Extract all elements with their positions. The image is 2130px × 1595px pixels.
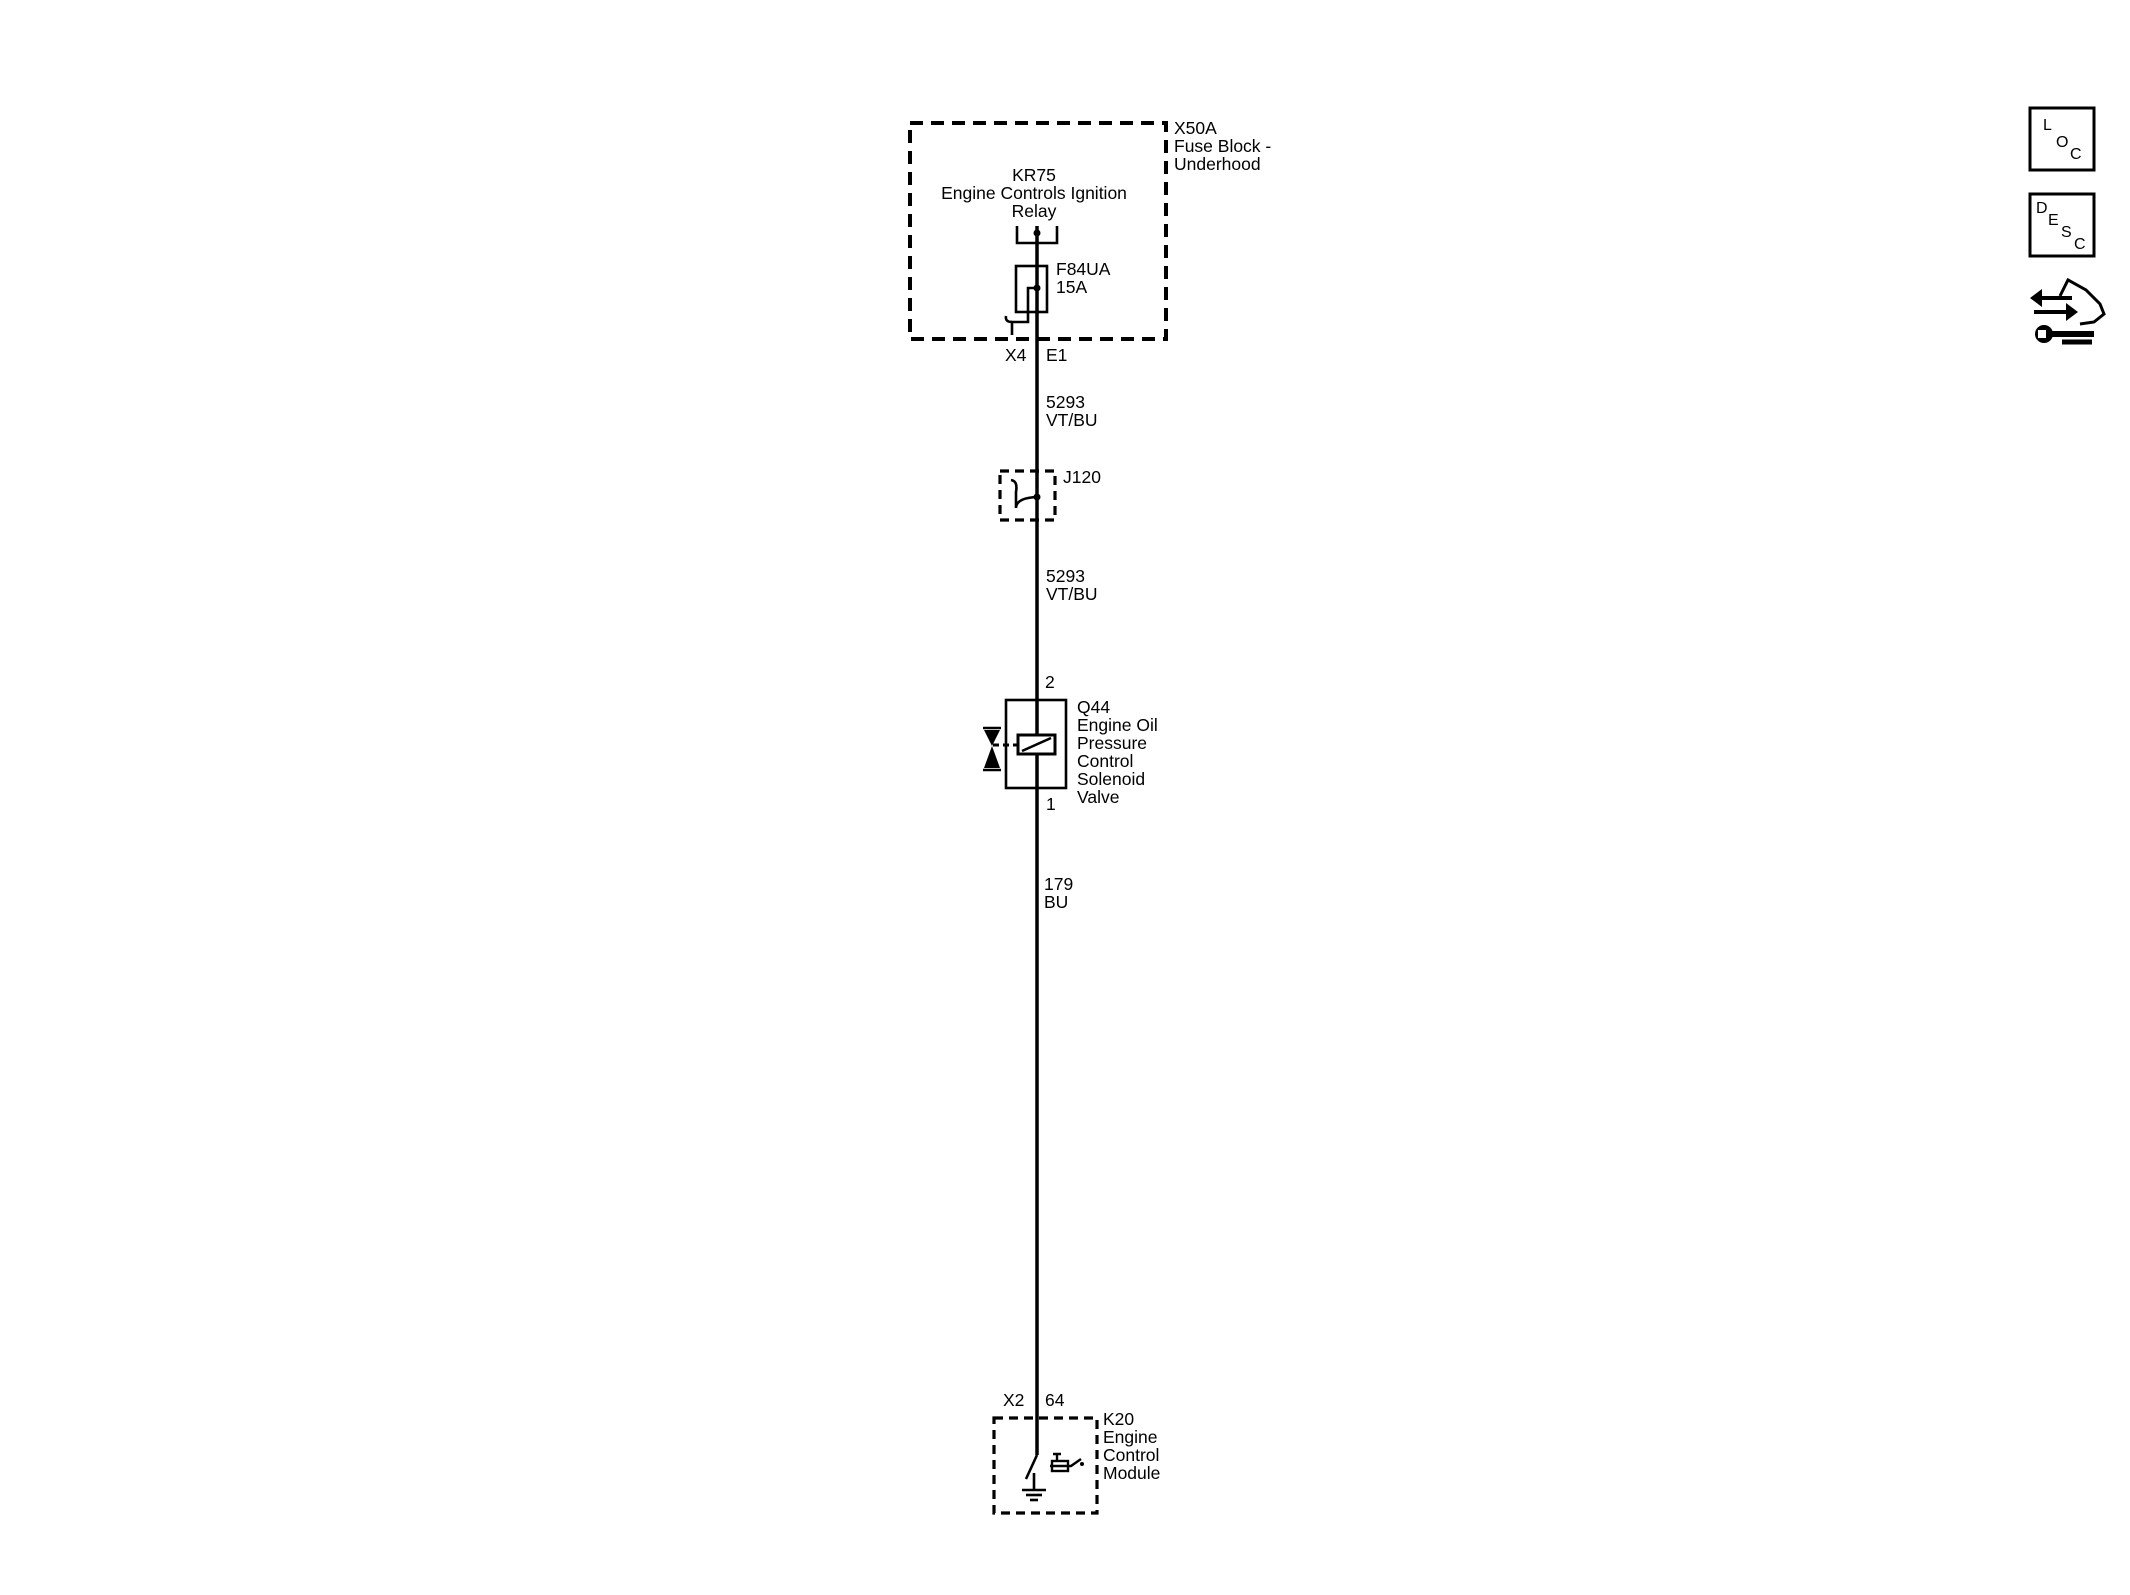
ecm-name-line3: Module <box>1103 1463 1160 1483</box>
ecm-switch-blade <box>1024 1454 1039 1480</box>
ecm-id: K20 <box>1103 1409 1134 1429</box>
wire-1-circuit: 5293 <box>1046 392 1085 412</box>
hand-outline-icon <box>2058 277 2106 326</box>
ground-icon <box>1022 1488 1046 1502</box>
solenoid-name-line2: Pressure <box>1077 733 1147 753</box>
wire-label-2[interactable]: 5293 VT/BU <box>1046 566 1098 604</box>
solenoid-pin-bottom: 1 <box>1046 794 1056 814</box>
desc-letter-e: E <box>2048 212 2059 229</box>
loc-letter-o: O <box>2056 134 2068 151</box>
relay-name-line1: Engine Controls Ignition <box>941 183 1127 203</box>
solenoid-name-line5: Valve <box>1077 787 1119 807</box>
ecm-outline <box>992 1416 1099 1515</box>
solenoid-name-line3: Control <box>1077 751 1133 771</box>
wire-1-color: VT/BU <box>1046 410 1098 430</box>
splice-id: J120 <box>1063 467 1101 487</box>
fuse-id: F84UA <box>1056 259 1111 279</box>
service-icon-button[interactable] <box>2030 277 2106 345</box>
fuse-block-name-line1: Fuse Block - <box>1174 136 1271 156</box>
desc-button-frame <box>2028 192 2096 258</box>
splice-dot <box>1033 493 1041 501</box>
loc-button-frame <box>2028 106 2096 172</box>
wire-label-3[interactable]: 179 BU <box>1044 874 1073 912</box>
wire-3-color: BU <box>1044 892 1068 912</box>
wrench-icon <box>2035 325 2094 345</box>
relay-id: KR75 <box>1012 165 1056 185</box>
splice-j120[interactable]: J120 <box>998 467 1101 522</box>
desc-letter-c: C <box>2074 236 2086 253</box>
double-arrow-icon <box>2030 289 2078 321</box>
solenoid-q44[interactable]: 2 1 Q44 Engine Oil Pressure Control Sole… <box>983 672 1158 814</box>
fuse-block-name-line2: Underhood <box>1174 154 1261 174</box>
solenoid-name-line1: Engine Oil <box>1077 715 1158 735</box>
ecm-k20[interactable]: X2 64 K20 Engine Control Module <box>992 1390 1160 1515</box>
fuse-body <box>1014 264 1049 314</box>
relay-kr75[interactable]: KR75 Engine Controls Ignition Relay <box>941 165 1127 245</box>
desc-letter-s: S <box>2061 224 2072 241</box>
wire-label-1[interactable]: 5293 VT/BU <box>1046 392 1098 430</box>
oil-can-icon <box>1050 1452 1084 1473</box>
wire-3-circuit: 179 <box>1044 874 1073 894</box>
fuse-block-id: X50A <box>1174 118 1217 138</box>
relay-name-line2: Relay <box>1012 201 1057 221</box>
loc-letter-l: L <box>2043 117 2052 134</box>
fuse-block-x50a[interactable]: X50A Fuse Block - Underhood KR75 Engine … <box>908 118 1271 365</box>
solenoid-coil-slash <box>1021 736 1052 753</box>
valve-icon <box>983 726 1001 772</box>
wire-2-color: VT/BU <box>1046 584 1098 604</box>
solenoid-id: Q44 <box>1077 697 1110 717</box>
fuse-feed-hook <box>1004 315 1013 324</box>
fuse-block-pin: E1 <box>1046 345 1067 365</box>
loc-letter-c: C <box>2070 146 2082 163</box>
ecm-connector: X2 <box>1003 1390 1024 1410</box>
splice-symbol <box>1010 478 1038 509</box>
ecm-name-line1: Engine <box>1103 1427 1158 1447</box>
solenoid-pin-top: 2 <box>1045 672 1055 692</box>
fuse-rating: 15A <box>1056 277 1087 297</box>
desc-button[interactable]: D E S C <box>2028 192 2096 258</box>
fuse-feed-wire <box>1010 312 1030 335</box>
ecm-pin: 64 <box>1045 1390 1065 1410</box>
wire-2-circuit: 5293 <box>1046 566 1085 586</box>
solenoid-name-line4: Solenoid <box>1077 769 1145 789</box>
loc-button[interactable]: L O C <box>2028 106 2096 172</box>
desc-letter-d: D <box>2036 200 2048 217</box>
splice-outline <box>998 469 1057 522</box>
fuse-block-connector: X4 <box>1005 345 1027 365</box>
ecm-name-line2: Control <box>1103 1445 1159 1465</box>
fuse-f84ua[interactable]: F84UA 15A <box>1004 259 1111 335</box>
